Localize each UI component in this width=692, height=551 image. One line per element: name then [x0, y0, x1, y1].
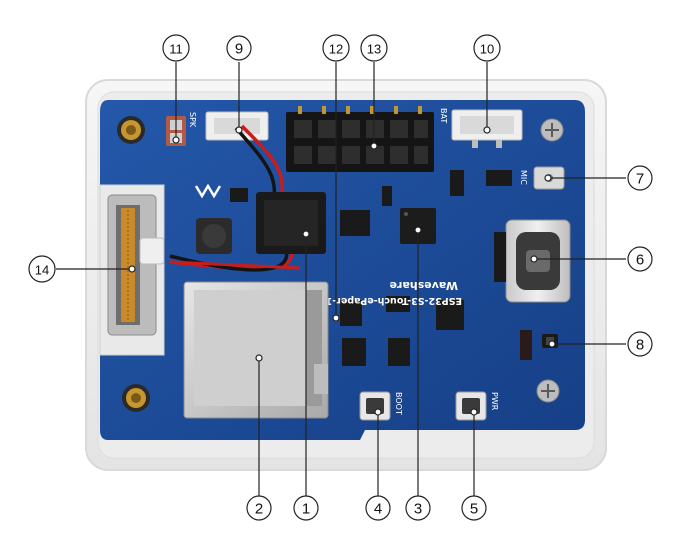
- callout-1-number: 1: [302, 501, 310, 518]
- inductor: [196, 218, 232, 254]
- callout-7-number: 7: [636, 171, 644, 188]
- standoff-bottom-left: [122, 384, 150, 412]
- callout-9-number: 9: [235, 41, 243, 58]
- callout-8-number: 8: [636, 337, 644, 354]
- power-button: [455, 391, 487, 421]
- callout-3: 3: [405, 495, 431, 521]
- callout-14: 14: [28, 255, 56, 283]
- speaker-connector: [205, 111, 269, 141]
- callout-dots: [128, 126, 556, 416]
- callout-10-number: 10: [480, 42, 494, 57]
- callout-4: 4: [365, 495, 391, 521]
- silk-mic: MIC: [519, 170, 528, 185]
- support-ics: [230, 170, 532, 366]
- callout-6-number: 6: [636, 252, 644, 269]
- callout-14-number: 14: [35, 263, 49, 278]
- callout-4-number: 4: [374, 501, 382, 518]
- callout-7: 7: [627, 165, 653, 191]
- callout-8: 8: [627, 331, 653, 357]
- callout-6: 6: [627, 246, 653, 272]
- boot-button: [359, 391, 391, 421]
- silk-boot: BOOT: [394, 392, 403, 415]
- epaper-fpc-connector: [107, 194, 157, 336]
- silk-spk: SPK: [188, 112, 197, 128]
- callout-3-number: 3: [414, 501, 422, 518]
- callout-2: 2: [246, 495, 272, 521]
- mounting-standoffs: [117, 116, 564, 412]
- callout-9: 9: [226, 35, 252, 61]
- board-model-label: ESP32-S3-Touch-ePaper-1.54: [308, 295, 462, 306]
- pin-header: [286, 106, 434, 172]
- usb-c-port: [494, 219, 571, 303]
- screw-top-right: [540, 118, 564, 142]
- callout-13: 13: [360, 34, 388, 62]
- callout-12-number: 12: [329, 42, 343, 57]
- callout-11-number: 11: [169, 42, 183, 57]
- microsd-slot: [183, 281, 329, 419]
- screw-bottom-right: [536, 379, 560, 403]
- callouts: [56, 62, 626, 496]
- standoff-top-left: [117, 116, 145, 144]
- callout-5-number: 5: [470, 501, 478, 518]
- callout-2-number: 2: [255, 501, 263, 518]
- callout-1: 1: [293, 495, 319, 521]
- callout-11: 11: [162, 34, 190, 62]
- callout-10: 10: [473, 34, 501, 62]
- waveshare-logo-icon: [194, 183, 222, 199]
- callout-12: 12: [322, 34, 350, 62]
- callout-13-number: 13: [367, 42, 381, 57]
- esp32-s3-chip: [256, 192, 326, 254]
- silk-pwr: PWR: [490, 392, 499, 411]
- callout-5: 5: [461, 495, 487, 521]
- silk-bat: BAT: [439, 108, 448, 123]
- brand-label: Waveshare: [390, 279, 458, 292]
- qfn-chip: [400, 208, 436, 244]
